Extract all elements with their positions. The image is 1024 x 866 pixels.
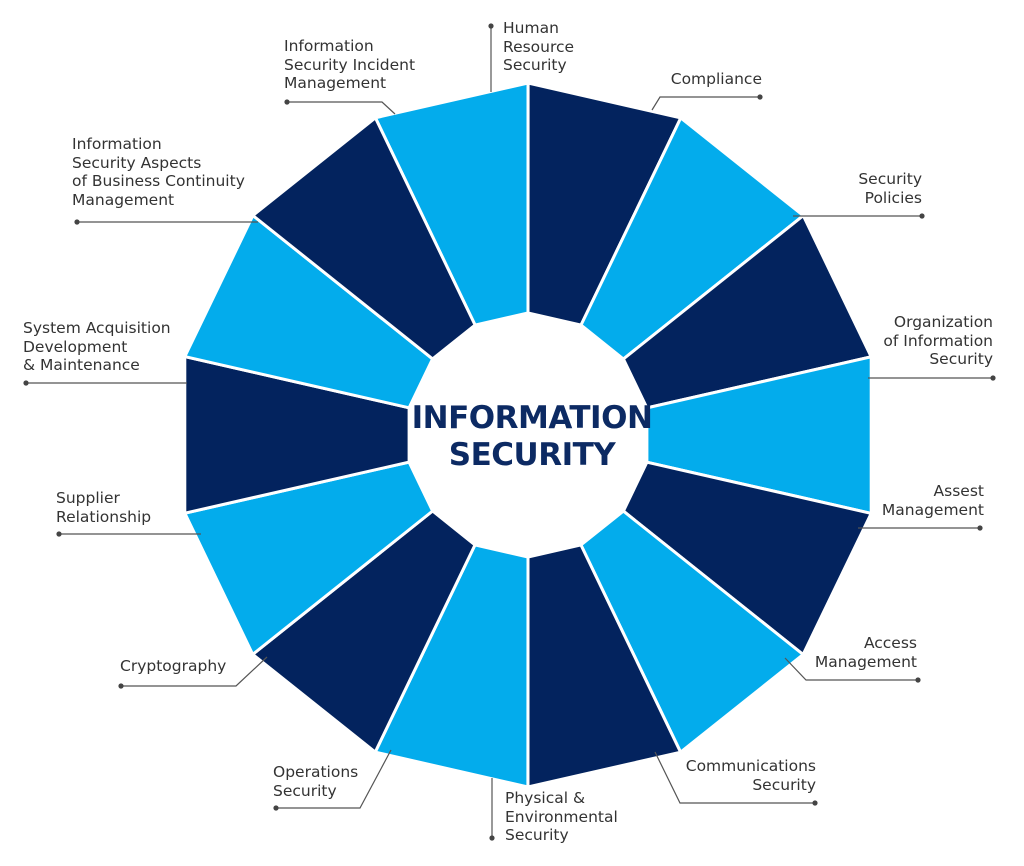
- leader-dot-assest-management: [977, 525, 983, 531]
- leader-dot-access-management: [915, 677, 921, 683]
- center-title-line-2: SECURITY: [448, 437, 616, 473]
- leader-dot-cryptography: [118, 683, 124, 689]
- label-physical-environmental-security: Physical & Environmental Security: [505, 789, 618, 844]
- center-title-line-1: INFORMATION: [411, 400, 653, 436]
- label-organization-of-information-security: Organization of Information Security: [883, 313, 993, 368]
- label-information-security-incident-management: Information Security Incident Management: [284, 37, 416, 92]
- leader-dot-security-policies: [919, 213, 925, 219]
- leader-dot-compliance: [757, 94, 763, 100]
- label-access-management: Access Management: [814, 634, 917, 671]
- leader-dot-communications-security: [812, 800, 818, 806]
- leader-line-communications-security: [654, 751, 815, 804]
- label-business-continuity-management: Information Security Aspects of Business…: [72, 135, 245, 209]
- leader-dot-system-acquisition-development-maintenance: [23, 380, 29, 386]
- label-compliance: Compliance: [670, 70, 762, 88]
- label-assest-management: Assest Management: [881, 482, 984, 519]
- segments-layer: [182, 81, 874, 789]
- label-security-policies: Security Policies: [858, 170, 922, 207]
- label-operations-security: Operations Security: [273, 763, 359, 800]
- label-cryptography: Cryptography: [120, 657, 227, 675]
- label-system-acquisition-development-maintenance: System Acquisition Development & Mainten…: [23, 319, 171, 374]
- leader-dot-operations-security: [273, 805, 279, 811]
- leader-lines-layer: [23, 23, 996, 841]
- leader-dot-human-resource-security: [488, 23, 494, 29]
- leader-line-operations-security: [276, 749, 392, 809]
- leader-line-cryptography: [121, 656, 268, 687]
- center-title: INFORMATION SECURITY: [382, 400, 682, 474]
- leader-dot-physical-environmental-security: [489, 835, 495, 841]
- leader-dot-business-continuity-management: [74, 219, 80, 225]
- leader-dot-organization-of-information-security: [990, 375, 996, 381]
- label-communications-security: Communications Security: [685, 757, 816, 794]
- leader-line-compliance: [651, 96, 760, 111]
- label-human-resource-security: Human Resource Security: [503, 19, 575, 74]
- segment-information-security-incident-management: [250, 115, 477, 361]
- leader-dot-supplier-relationship: [56, 531, 62, 537]
- leader-line-access-management: [784, 657, 918, 681]
- leader-dot-information-security-incident-management: [284, 99, 290, 105]
- leader-line-information-security-incident-management: [287, 101, 396, 115]
- label-supplier-relationship: Supplier Relationship: [56, 489, 152, 526]
